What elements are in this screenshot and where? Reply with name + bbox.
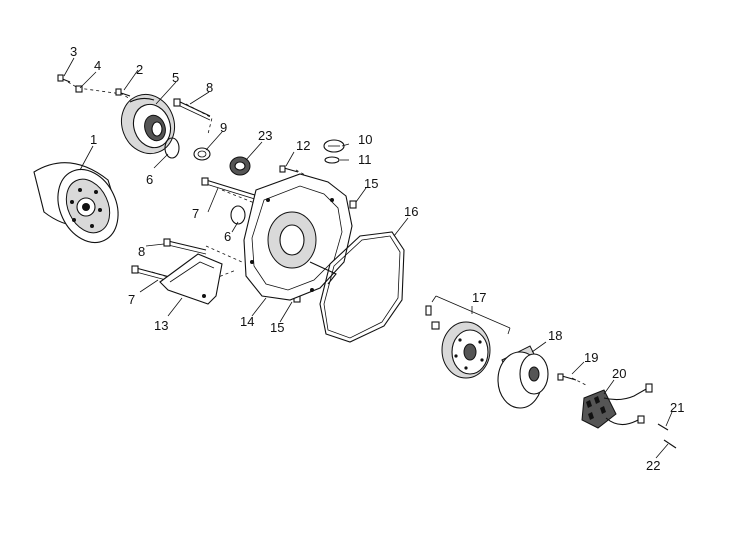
callout-11: 11 (358, 152, 372, 167)
callout-14: 14 (240, 314, 254, 329)
callout-15b: 15 (270, 320, 284, 335)
bolt-8b-part (163, 238, 207, 255)
washer-4-part (75, 85, 83, 93)
callout-21: 21 (670, 400, 684, 415)
callout-1: 1 (90, 132, 97, 147)
bolt-19-part (557, 373, 577, 381)
callout-23: 23 (258, 128, 272, 143)
o-ring-6a-part (164, 137, 180, 159)
starter-clutch-part (441, 321, 491, 379)
bolt-12-part (279, 165, 299, 173)
callout-5: 5 (172, 70, 179, 85)
callout-3: 3 (70, 44, 77, 59)
crankcase-cover-part (243, 173, 353, 301)
bolt-7a-part (201, 177, 259, 201)
callout-7a: 7 (192, 206, 199, 221)
callout-15a: 15 (364, 176, 378, 191)
callout-4: 4 (94, 58, 101, 73)
gasket-16-part (319, 231, 405, 343)
group-bracket-17 (431, 295, 511, 335)
bolt-3-part (57, 74, 71, 83)
callout-2: 2 (136, 62, 143, 77)
callout-6b: 6 (224, 229, 231, 244)
ring-9-part (193, 147, 211, 161)
callout-16: 16 (404, 204, 418, 219)
key-17-part (425, 305, 440, 330)
cap-10-part (323, 139, 345, 153)
callout-6a: 6 (146, 172, 153, 187)
callout-18: 18 (548, 328, 562, 343)
screw-21-part (657, 423, 669, 431)
bolt-2-part (115, 88, 131, 97)
o-ring-6b-part (230, 205, 246, 225)
stator-20-part (581, 383, 653, 429)
callout-19: 19 (584, 350, 598, 365)
callout-10: 10 (358, 132, 372, 147)
callout-7b: 7 (128, 292, 135, 307)
leader-lines (63, 57, 673, 459)
oil-filter-part (33, 162, 119, 243)
callout-20: 20 (612, 366, 626, 381)
flywheel-18-part (497, 345, 549, 409)
o-ring-11-part (324, 156, 340, 164)
callout-17: 17 (472, 290, 486, 305)
callout-8b: 8 (138, 244, 145, 259)
filter-housing-part (121, 93, 175, 155)
screw-22-part (663, 439, 677, 449)
callout-12: 12 (296, 138, 310, 153)
dowel-15a-part (349, 200, 357, 209)
bracket-13-part (159, 253, 223, 305)
oil-seal-23-part (229, 156, 251, 176)
callout-labels: 3 4 2 5 8 9 23 1 6 7 6 12 10 11 15 16 8 … (70, 44, 684, 473)
callout-8a: 8 (206, 80, 213, 95)
callout-13: 13 (154, 318, 168, 333)
callout-9: 9 (220, 120, 227, 135)
callout-22: 22 (646, 458, 660, 473)
bolt-8a-part (173, 98, 211, 121)
